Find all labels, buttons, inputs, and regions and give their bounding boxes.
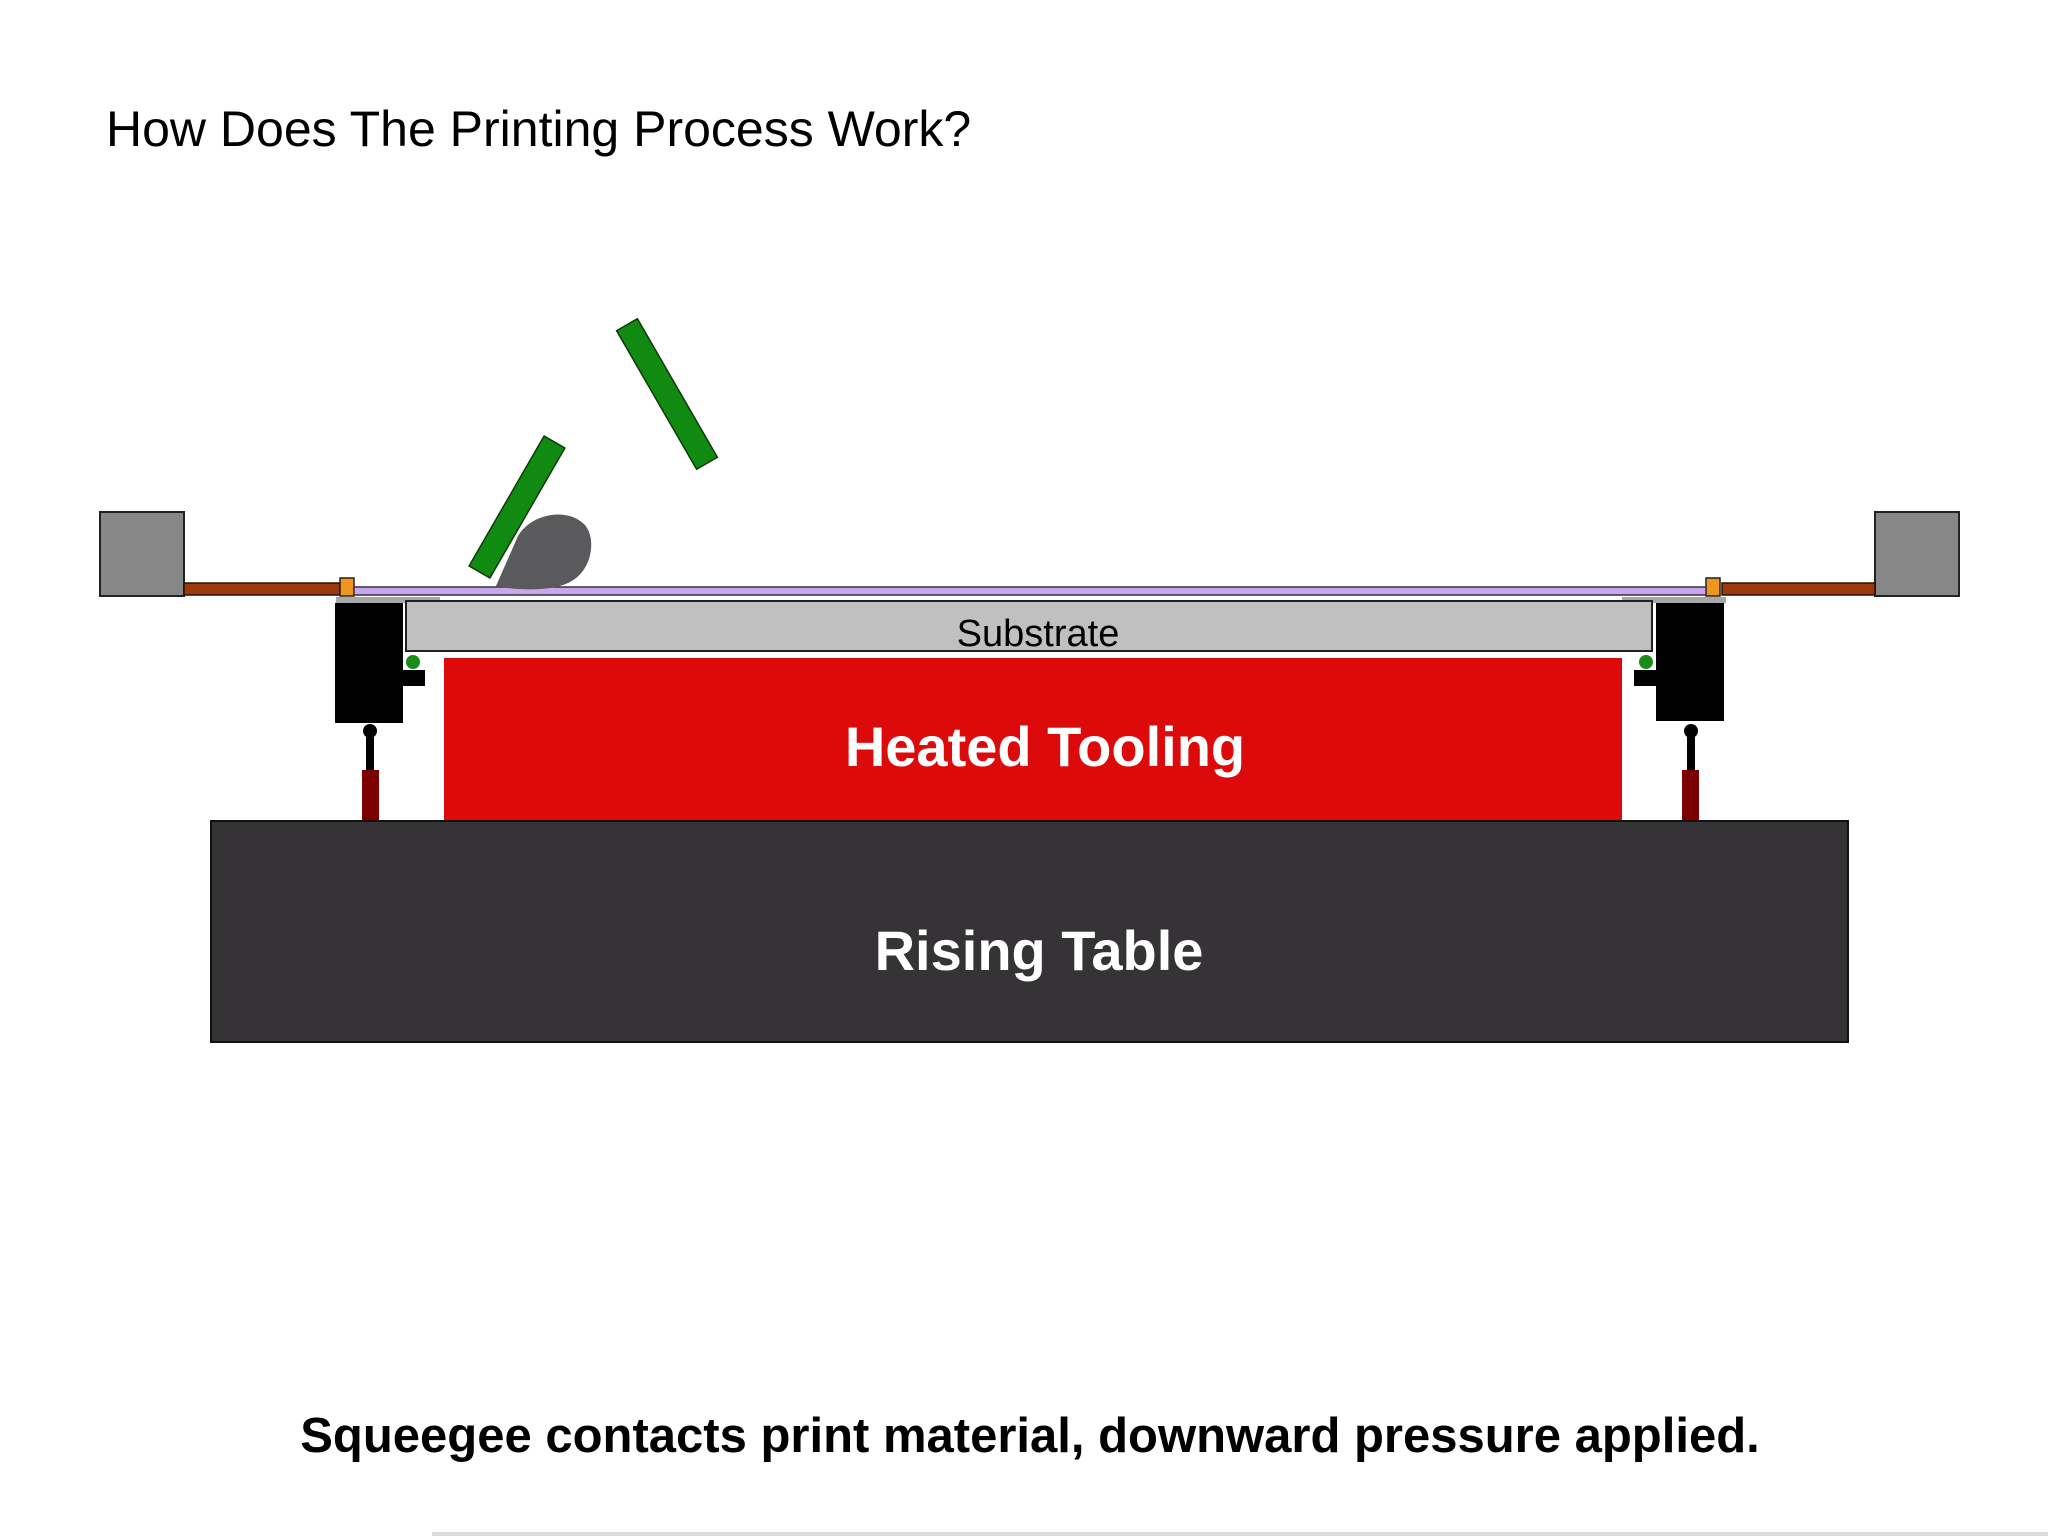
- screen-mesh: [353, 586, 1707, 596]
- left-support-rod-cap: [363, 724, 377, 738]
- print-material: [496, 514, 592, 590]
- left-support-tab: [400, 670, 425, 686]
- substrate-label: Substrate: [957, 613, 1120, 655]
- right-support-block: [1656, 603, 1724, 721]
- rising-table-label: Rising Table: [875, 919, 1204, 982]
- step-caption: Squeegee contacts print material, downwa…: [300, 1409, 1760, 1463]
- left-clamp: [339, 577, 355, 597]
- left-frame-block: [99, 511, 185, 597]
- right-sensor-dot: [1639, 655, 1653, 669]
- left-frame-rail: [183, 582, 341, 596]
- heated-tooling-label: Heated Tooling: [845, 715, 1245, 778]
- left-sensor-dot: [406, 655, 420, 669]
- right-screen-support: [1622, 597, 1726, 603]
- bottom-divider: [432, 1532, 2048, 1536]
- left-screen-support: [336, 597, 440, 603]
- diagram-title: How Does The Printing Process Work?: [106, 101, 971, 157]
- right-frame-block: [1874, 511, 1960, 597]
- substrate: [405, 600, 1653, 652]
- left-support-assembly: [335, 603, 425, 821]
- right-frame-rail: [1721, 582, 1876, 596]
- left-support-rod: [366, 728, 374, 774]
- right-support-post: [1682, 770, 1699, 821]
- left-support-block: [335, 603, 403, 723]
- heated-tooling: [444, 658, 1622, 822]
- squeegee-raised: [615, 317, 719, 471]
- squeegee-active: [468, 435, 566, 579]
- rising-table: [210, 820, 1849, 1043]
- right-support-rod: [1687, 728, 1695, 774]
- right-support-assembly: [1634, 603, 1724, 821]
- left-support-post: [362, 770, 379, 821]
- right-support-tab: [1634, 670, 1659, 686]
- right-support-rod-cap: [1684, 724, 1698, 738]
- right-clamp: [1705, 577, 1721, 597]
